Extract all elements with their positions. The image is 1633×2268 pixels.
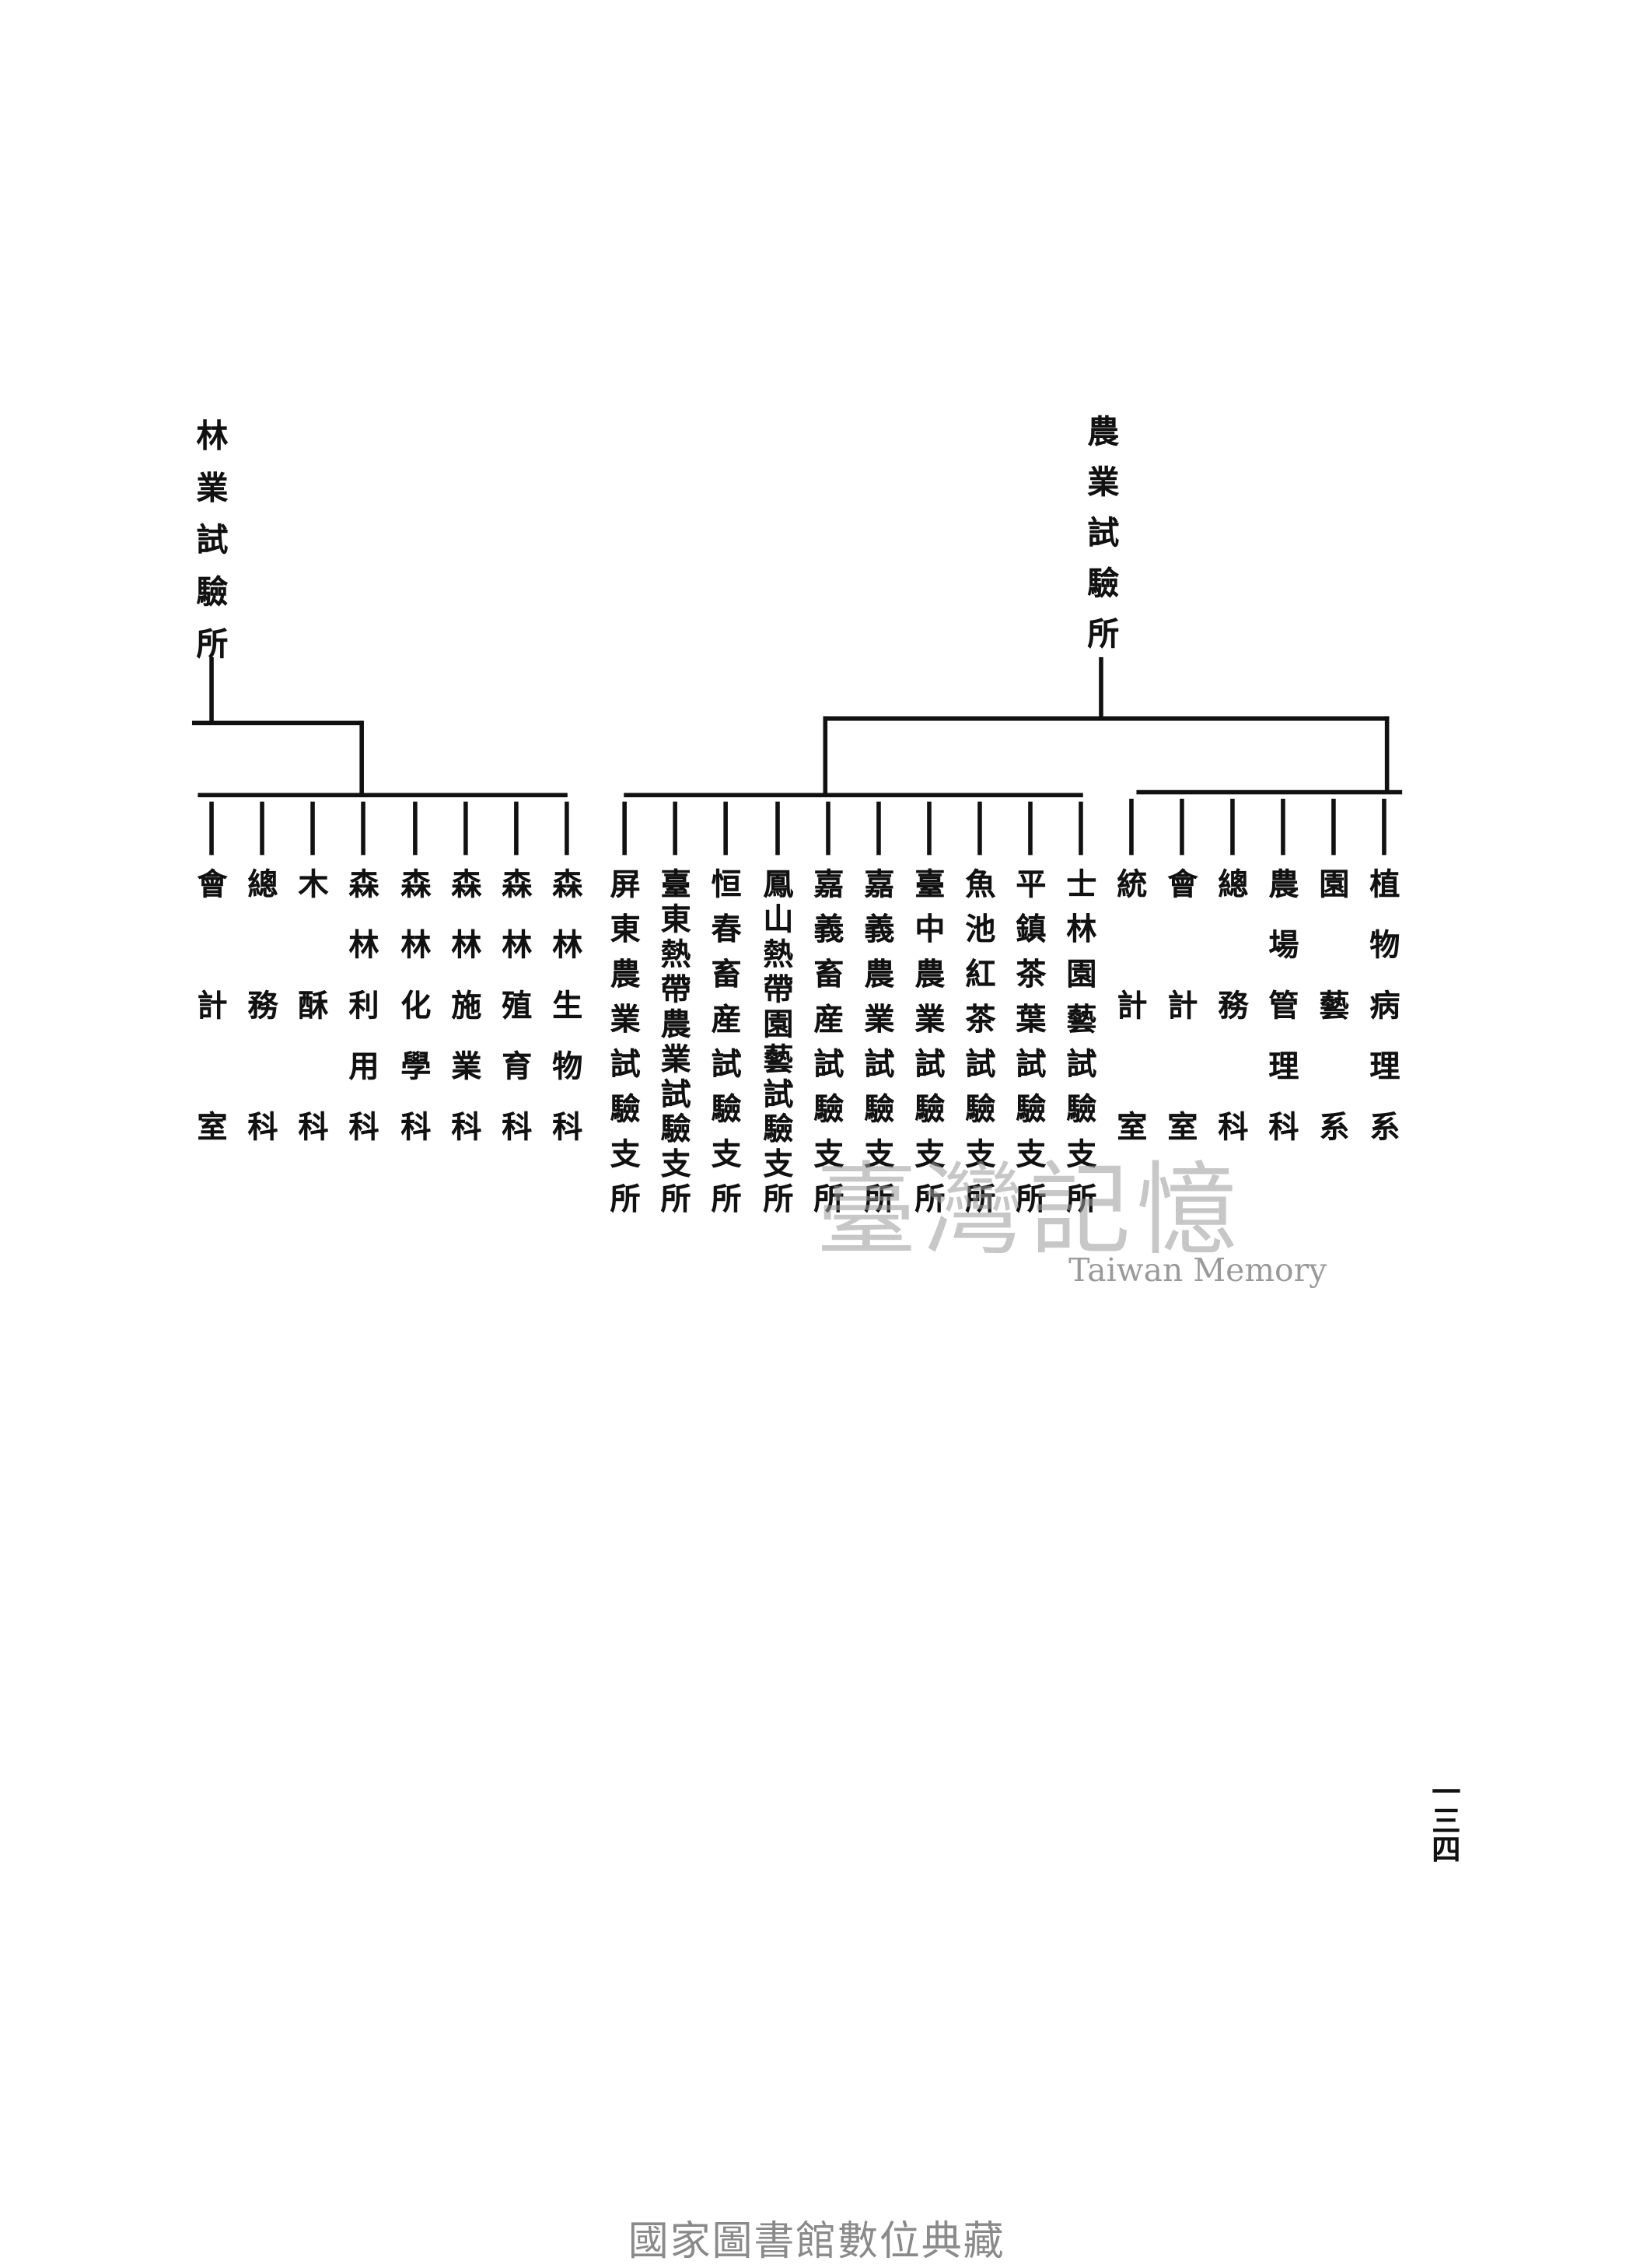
org-unit: 臺中農業試驗支所 xyxy=(911,868,948,1228)
org-unit: 森林殖育科 xyxy=(498,868,535,1172)
org-unit: 森林利用科 xyxy=(344,868,382,1172)
connector-line xyxy=(775,801,780,856)
connector-line xyxy=(1028,801,1033,856)
org-unit: 森林化學科 xyxy=(397,868,434,1172)
connector-line xyxy=(1331,798,1336,856)
org-unit: 總務科 xyxy=(243,868,281,1233)
connector-line xyxy=(1129,798,1134,856)
connector-line xyxy=(624,793,1083,798)
connector-line xyxy=(1099,656,1103,718)
page-number: 一三四 xyxy=(1426,1776,1462,1864)
connector-line xyxy=(826,801,830,856)
org-unit: 木酥科 xyxy=(294,868,331,1233)
agriculture-institute-title: 農業試驗所 xyxy=(1081,414,1120,667)
forestry-institute-title: 林業試驗所 xyxy=(191,418,229,679)
org-unit: 會計室 xyxy=(193,868,230,1233)
watermark-text: Taiwan Memory xyxy=(1068,1253,1327,1290)
connector-line xyxy=(514,801,519,856)
org-unit: 會計室 xyxy=(1163,868,1201,1233)
connector-line xyxy=(1079,801,1083,856)
org-unit: 植物病理系 xyxy=(1365,868,1403,1172)
connector-line xyxy=(209,801,214,856)
connector-line xyxy=(359,720,364,796)
footer-credit: 國家圖書館數位典藏 xyxy=(628,2217,1005,2265)
org-unit: 恒春畜産試驗支所 xyxy=(707,868,744,1228)
org-unit: 臺東熱帶農業試驗支所 xyxy=(656,868,694,1218)
connector-line xyxy=(823,716,828,795)
connector-line xyxy=(191,720,363,726)
connector-line xyxy=(977,801,982,856)
org-unit: 農場管理科 xyxy=(1264,868,1302,1172)
org-unit: 屏東農業試驗支所 xyxy=(606,868,643,1228)
connector-line xyxy=(927,801,932,856)
connector-line xyxy=(1230,798,1235,856)
connector-line xyxy=(622,801,627,856)
org-unit: 森林施業科 xyxy=(447,868,484,1172)
connector-line xyxy=(1180,798,1184,856)
connector-line xyxy=(463,801,468,856)
connector-line xyxy=(260,801,264,856)
org-unit: 森林生物科 xyxy=(548,868,586,1172)
org-unit: 平鎮茶葉試驗支所 xyxy=(1012,868,1049,1228)
org-unit: 統計室 xyxy=(1113,868,1150,1233)
connector-line xyxy=(361,801,365,856)
connector-line xyxy=(1384,716,1390,792)
org-unit: 魚池紅茶試驗支所 xyxy=(961,868,998,1228)
watermark-logo: 臺灣記憶 xyxy=(816,1151,1243,1270)
org-unit: 士林園藝試驗支所 xyxy=(1062,868,1100,1228)
connector-line xyxy=(310,801,315,856)
connector-line xyxy=(723,801,728,856)
connector-line xyxy=(673,801,677,856)
org-unit: 鳳山熱帶園藝試驗支所 xyxy=(759,868,796,1218)
connector-line xyxy=(565,801,569,856)
org-unit: 嘉義畜産試驗支所 xyxy=(810,868,847,1228)
connector-line xyxy=(1382,798,1386,856)
connector-line xyxy=(198,793,568,798)
connector-line xyxy=(413,801,418,856)
connector-line xyxy=(209,656,214,724)
org-unit: 嘉義農業試驗支所 xyxy=(860,868,897,1228)
connector-line xyxy=(1136,789,1403,795)
org-unit: 園藝系 xyxy=(1315,868,1352,1233)
connector-line xyxy=(876,801,881,856)
org-unit: 總務科 xyxy=(1214,868,1251,1233)
connector-line xyxy=(1281,798,1285,856)
connector-line xyxy=(823,716,1390,721)
